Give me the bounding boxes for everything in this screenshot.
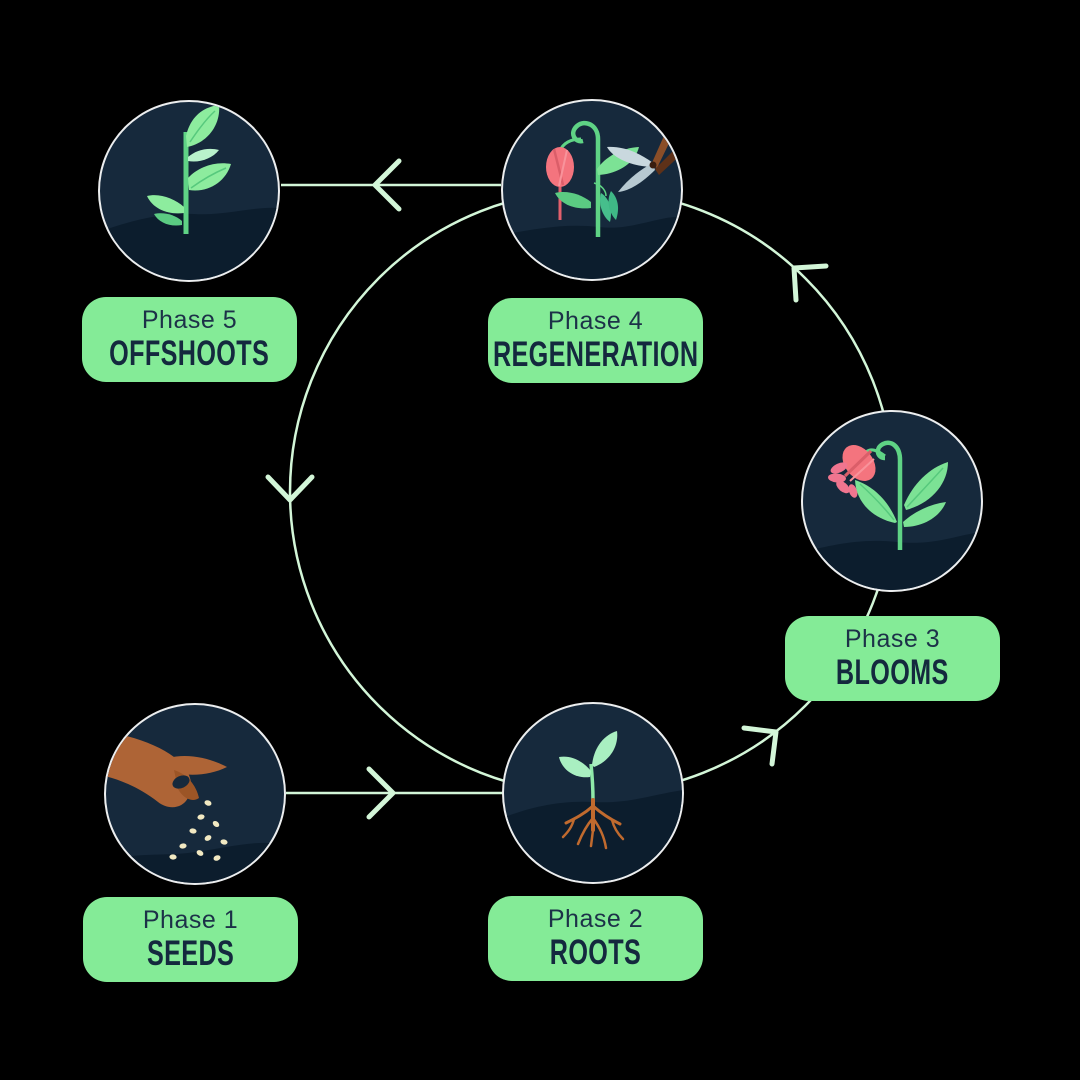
arrow-phase4-to-phase5: [372, 158, 402, 212]
phase5-label-card: Phase 5 OFFSHOOTS: [82, 297, 297, 382]
plant-offshoot-icon: [100, 105, 278, 280]
phase5-number: Phase 5: [141, 306, 238, 334]
arrow-phase2-to-phase3: [741, 725, 779, 767]
phase1-node: [104, 703, 286, 885]
seedling-with-roots-icon: [504, 731, 682, 882]
hand-sowing-seeds-icon: [106, 731, 284, 883]
phase4-number: Phase 4: [547, 307, 644, 335]
phase2-title: ROOTS: [549, 933, 642, 972]
phase2-node: [502, 702, 684, 884]
arrow-phase5-loop-down: [265, 474, 315, 503]
phase5-title: OFFSHOOTS: [109, 334, 270, 373]
phase1-title: SEEDS: [146, 934, 235, 973]
phase4-node: [501, 99, 683, 281]
phase4-label-card: Phase 4 REGENERATION: [488, 298, 703, 383]
phase5-node: [98, 100, 280, 282]
phase3-label-card: Phase 3 BLOOMS: [785, 616, 1000, 701]
phase3-title: BLOOMS: [836, 653, 949, 692]
phase2-label-card: Phase 2 ROOTS: [488, 896, 703, 981]
phase1-number: Phase 1: [142, 906, 239, 934]
phase3-node: [801, 410, 983, 592]
phase1-label-card: Phase 1 SEEDS: [83, 897, 298, 982]
phase3-number: Phase 3: [844, 625, 941, 653]
arrow-phase3-to-phase4: [791, 263, 829, 303]
arrow-phase1-to-phase2: [366, 766, 396, 820]
pruning-shears-flower-icon: [503, 120, 681, 279]
phase4-title: REGENERATION: [492, 335, 699, 374]
drooping-bloom-flower-icon: [803, 440, 981, 590]
phase2-number: Phase 2: [547, 905, 644, 933]
